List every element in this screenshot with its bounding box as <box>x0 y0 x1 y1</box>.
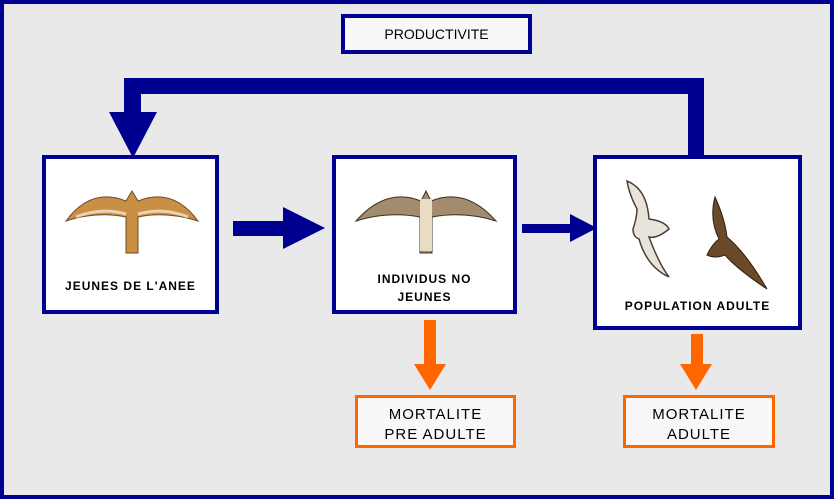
arrow-to-adult-mortality <box>680 334 712 390</box>
feedback-arrow <box>109 78 704 160</box>
juvenile-eagle-image <box>64 190 200 254</box>
mortality-box-preadult: MORTALITE PRE ADULTE <box>355 395 516 448</box>
stage-label-immatures-line1: INDIVIDUS NO <box>377 272 472 286</box>
arrow-immature-to-adult <box>522 214 597 242</box>
mortality-preadult-line1: MORTALITE <box>388 406 483 423</box>
mortality-adult-line2: ADULTE <box>666 426 732 443</box>
productivite-box: PRODUCTIVITE <box>341 14 532 54</box>
productivite-label: PRODUCTIVITE <box>384 26 489 42</box>
mortality-preadult-line2: PRE ADULTE <box>384 426 487 443</box>
immature-eagle-image <box>354 189 498 254</box>
mortality-box-adult: MORTALITE ADULTE <box>623 395 775 448</box>
stage-label-adults: POPULATION ADULTE <box>624 299 771 313</box>
mortality-adult-line1: MORTALITE <box>652 406 746 423</box>
stage-box-immatures: INDIVIDUS NO JEUNES <box>332 155 517 314</box>
stage-label-immatures-line2: JEUNES <box>397 290 452 304</box>
arrow-juvenile-to-immature <box>233 207 325 249</box>
stage-label-juveniles: JEUNES DE L'ANEE <box>65 279 196 293</box>
arrow-to-preadult-mortality <box>414 320 446 390</box>
stage-box-juveniles: JEUNES DE L'ANEE <box>42 155 219 314</box>
stage-box-adults: POPULATION ADULTE <box>593 155 802 330</box>
adult-eagles-image <box>626 179 768 290</box>
